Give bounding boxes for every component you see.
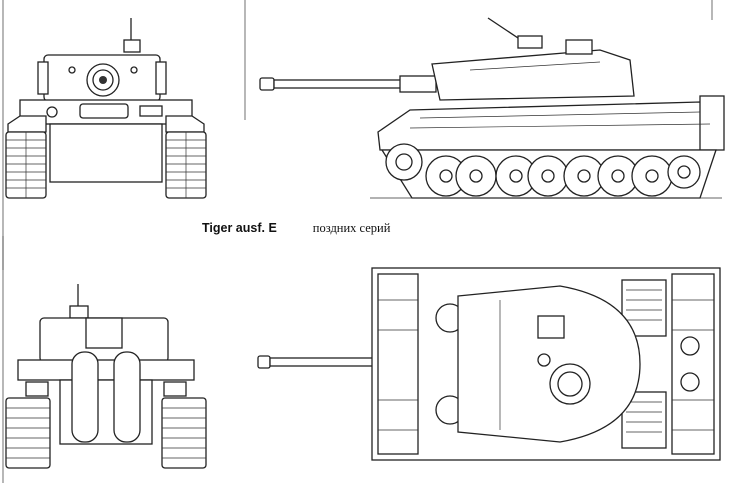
caption-model: Tiger ausf. E <box>202 221 277 235</box>
tank-top-view-drawing <box>257 267 721 461</box>
caption-series: поздних серий <box>312 221 391 235</box>
tank-front-view-drawing <box>5 18 207 199</box>
drawing-caption: Tiger ausf. E поздних серий <box>202 221 390 236</box>
tank-rear-view-drawing <box>5 284 207 469</box>
tank-side-view-drawing <box>259 17 725 199</box>
